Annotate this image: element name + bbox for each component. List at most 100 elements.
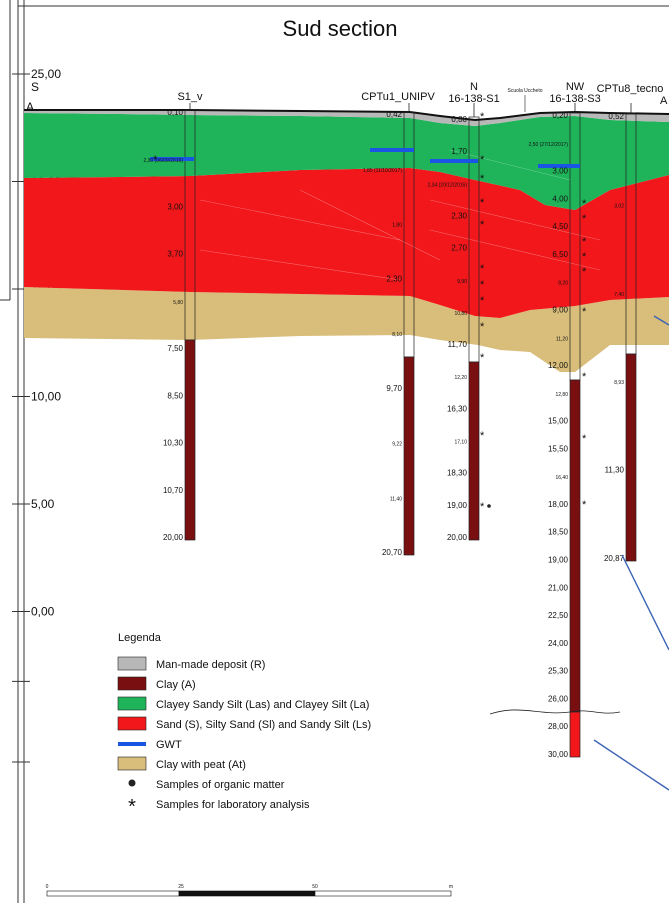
borehole-prefix-n: N: [470, 81, 478, 93]
sample-star: *: [153, 154, 158, 166]
lab-samples: * * * * * * * * * * * * * * * * * * * * …: [153, 111, 587, 513]
depth-label: 12,20: [454, 375, 467, 381]
annotation-line-3: [653, 315, 669, 326]
organic-sample-dot: [487, 504, 491, 508]
depth-label: 12,00: [548, 361, 569, 370]
stratigraphy-layers: [24, 109, 669, 372]
left-end-letter: A: [26, 100, 34, 114]
borehole-label-s1-v: S1_v: [177, 91, 203, 103]
legend-swatch: [117, 756, 147, 771]
annotation-line-2: [593, 739, 669, 791]
depth-label: 19,00: [548, 556, 569, 565]
depth-label: 18,00: [548, 500, 569, 509]
legend-label: Man-made deposit (R): [156, 659, 265, 671]
right-end-letter: A: [660, 95, 668, 107]
depth-label: 2,70: [451, 244, 467, 253]
scale-bar: 0 25 50 m: [46, 884, 453, 897]
annotation-lines: [593, 315, 669, 791]
depth-label: 9,70: [386, 384, 402, 393]
legend-label: Samples of organic matter: [156, 779, 285, 791]
scale-label-unit: m: [449, 884, 453, 890]
sample-star: *: [480, 501, 485, 513]
depth-label: 1,85 (11/10/2017): [363, 168, 402, 174]
depth-label: 28,00: [548, 722, 569, 731]
borehole-16-138-s3: [569, 103, 581, 758]
sample-star: *: [582, 251, 587, 263]
legend-swatch: [117, 656, 147, 671]
borehole-cptu1: [403, 103, 415, 556]
borehole-s3-sand: [569, 711, 581, 758]
depth-label: 7,50: [167, 344, 183, 353]
depth-label: 0,20: [552, 111, 568, 120]
depth-label: 19,00: [447, 501, 468, 510]
borehole-cptu8-clay: [625, 353, 637, 562]
depth-label: 30,00: [548, 750, 569, 759]
axis-tick-label: 5,00: [31, 497, 55, 511]
depth-labels: 0,102,30 (06/09/2016)3,003,705,807,508,5…: [144, 108, 625, 759]
depth-label: 16,30: [447, 404, 468, 413]
depth-label: 9,22: [392, 442, 402, 448]
depth-label: 2,30 (06/09/2016): [144, 158, 184, 164]
depth-label: 11,30: [605, 466, 625, 475]
depth-label: 20,00: [163, 533, 184, 542]
sample-star: *: [480, 321, 485, 333]
scale-bar-seg-1: [46, 890, 180, 897]
depth-label: 9,00: [552, 305, 568, 314]
scale-label-25: 25: [178, 884, 184, 890]
depth-label: 9,90: [457, 279, 467, 285]
depth-label: 3,00: [167, 202, 183, 211]
scale-bar-seg-2: [178, 890, 316, 897]
depth-label: 20,00: [447, 533, 468, 542]
depth-label: 10,70: [163, 486, 184, 495]
legend-label: Clay (A): [156, 679, 196, 691]
scale-bar-seg-3: [314, 890, 452, 897]
sample-star: *: [582, 236, 587, 248]
depth-label: 0,80: [451, 115, 467, 124]
borehole-label-cptu8: CPTu8_tecno: [597, 83, 664, 95]
depth-label: 12,80: [555, 392, 568, 398]
boreholes: [184, 103, 637, 758]
depth-label: 15,50: [548, 444, 569, 453]
legend-title: Legenda: [118, 632, 162, 644]
legend-swatch: [117, 696, 147, 711]
depth-label: 21,00: [548, 583, 569, 592]
ground-surface-line: [24, 109, 669, 122]
depth-label: 25,30: [548, 667, 569, 676]
depth-label: 15,00: [548, 417, 569, 426]
break-line: [489, 709, 621, 715]
layer-hatching: [199, 149, 601, 281]
depth-label: 2,30: [386, 274, 402, 283]
borehole-cptu1-clay: [403, 356, 415, 556]
depth-label: 1,80: [392, 223, 402, 229]
sample-star: *: [480, 111, 485, 123]
borehole-prefix-nw: NW: [566, 81, 585, 93]
depth-label: 8,93: [614, 380, 624, 386]
depth-label: 8,20: [558, 281, 568, 287]
legend-label: Clayey Sandy Silt (Las) and Clayey Silt …: [156, 699, 369, 711]
section-title: Sud section: [283, 16, 398, 41]
sample-star: *: [582, 198, 587, 210]
sample-star: *: [480, 154, 485, 166]
depth-label: 5,80: [173, 300, 183, 306]
legend-dot-icon: [128, 779, 136, 787]
sample-star: *: [480, 279, 485, 291]
sample-star: *: [582, 371, 587, 383]
legend-star-icon: *: [128, 796, 136, 818]
sample-star: *: [582, 266, 587, 278]
axis-tick-label: 0,00: [31, 605, 55, 619]
axis-tick-label: 10,00: [31, 390, 61, 404]
borehole-s3-clay: [569, 379, 581, 713]
scale-label-50: 50: [312, 884, 318, 890]
borehole-label-16-138-s1: 16-138-S1: [448, 93, 499, 105]
depth-label: 0,52: [608, 112, 624, 121]
depth-label: 4,50: [552, 222, 568, 231]
borehole-label-16-138-s3: 16-138-S3: [549, 93, 600, 105]
borehole-s1-v: [184, 103, 196, 541]
scale-label-0: 0: [46, 884, 49, 890]
legend: Legenda Man-made deposit (R) Clay (A) Clay…: [117, 632, 371, 818]
legend-label: Sand (S), Silty Sand (Sl) and Sandy Silt…: [156, 719, 371, 731]
sample-star: *: [480, 295, 485, 307]
depth-label: 11,40: [390, 496, 402, 502]
legend-label: Samples for laboratory analysis: [156, 799, 310, 811]
